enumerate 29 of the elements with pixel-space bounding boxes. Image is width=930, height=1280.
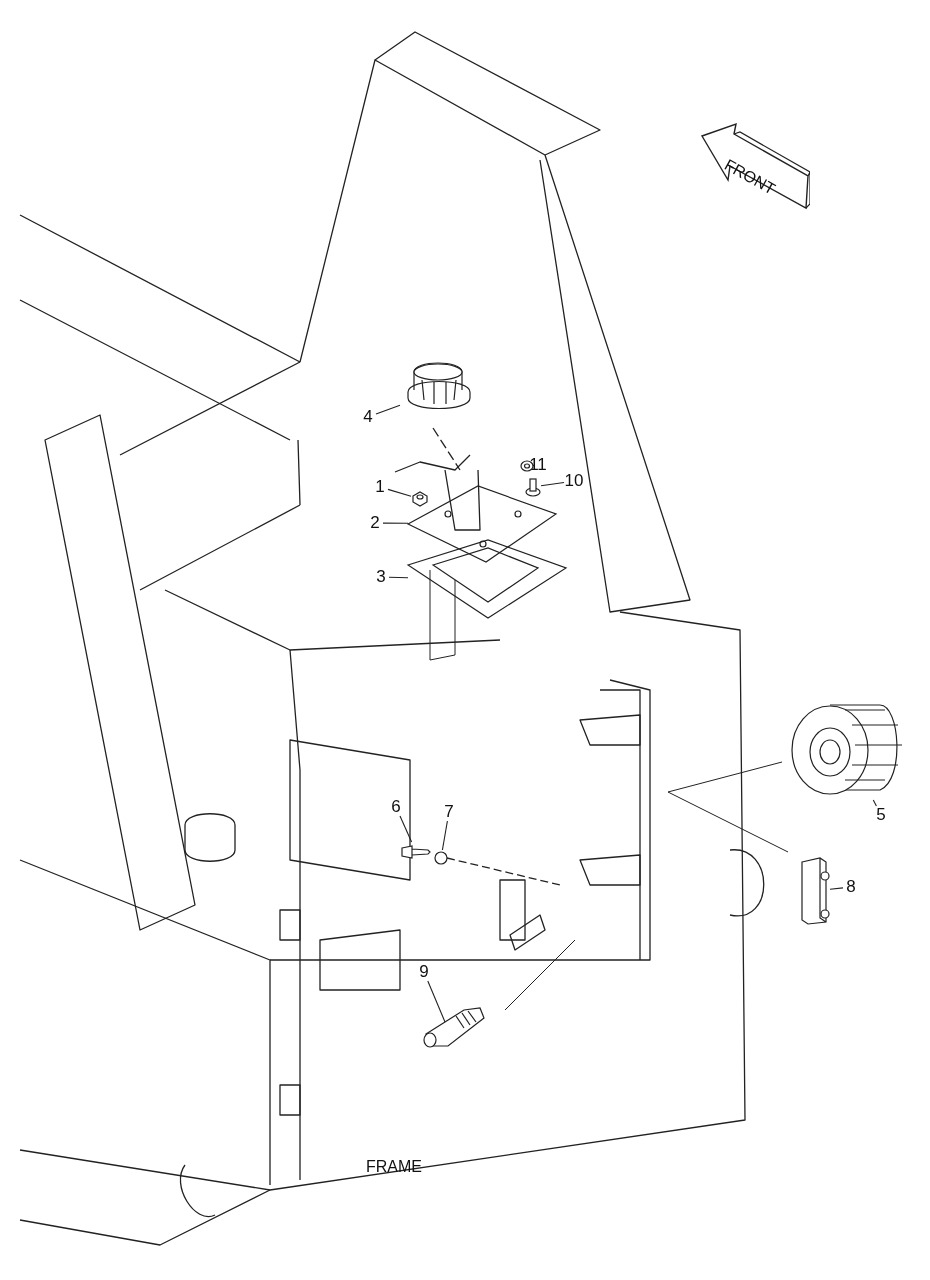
gasket-drawing <box>408 540 568 620</box>
callout-number: 2 <box>367 514 383 532</box>
callout-number: 11 <box>528 456 548 474</box>
leader-line <box>399 815 413 843</box>
mounting-plate-drawing <box>408 484 558 564</box>
callout-number: 4 <box>360 408 376 426</box>
leader-line <box>441 820 448 851</box>
leader-line <box>375 404 401 415</box>
leader-line <box>382 522 409 524</box>
callout-number: 1 <box>372 478 388 496</box>
o-ring-drawing <box>434 850 448 866</box>
leader-line <box>427 980 446 1023</box>
leader-line <box>540 481 565 487</box>
leader-line <box>872 799 877 807</box>
leader-line <box>388 576 409 579</box>
block-drawing <box>798 856 830 926</box>
callout-number: 9 <box>416 963 432 981</box>
leader-line <box>829 887 844 890</box>
callout-number: 8 <box>843 878 859 896</box>
callout-number: 3 <box>373 568 389 586</box>
callout-number: 6 <box>388 798 404 816</box>
callout-number: 10 <box>564 472 584 490</box>
callout-number: 7 <box>441 803 457 821</box>
fitting-drawing <box>400 842 432 862</box>
part-label: FRAME <box>366 1158 422 1176</box>
nut-drawing <box>411 491 429 507</box>
callout-number: 5 <box>873 806 889 824</box>
leader-line <box>387 488 412 497</box>
bolt-drawing <box>525 478 541 496</box>
